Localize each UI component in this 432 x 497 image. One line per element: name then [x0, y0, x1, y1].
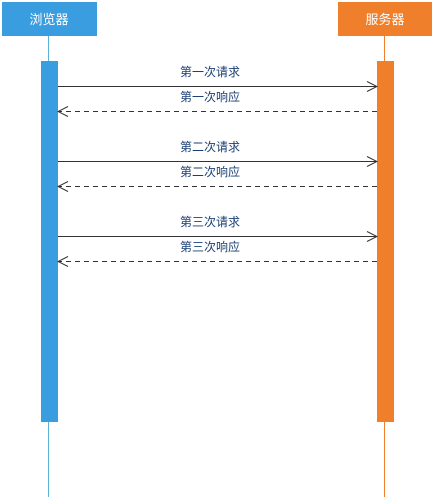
server-activation-bar: [377, 61, 394, 422]
server-header-label: 服务器: [365, 12, 404, 28]
message-label-5: 第三次请求: [180, 215, 240, 229]
message-label-2: 第一次响应: [180, 89, 240, 104]
browser-activation-bar: [41, 61, 58, 422]
message-label-6: 第三次响应: [180, 239, 240, 254]
browser-header-box: [2, 2, 97, 36]
browser-header-label: 浏览器: [29, 12, 68, 28]
server-header-box: [338, 2, 432, 36]
server-participant[interactable]: 服务器: [338, 2, 432, 36]
message-label-1: 第一次请求: [180, 65, 240, 79]
message-label-4: 第二次响应: [180, 164, 240, 179]
browser-participant[interactable]: 浏览器: [2, 2, 97, 36]
message-label-3: 第二次请求: [180, 140, 240, 154]
